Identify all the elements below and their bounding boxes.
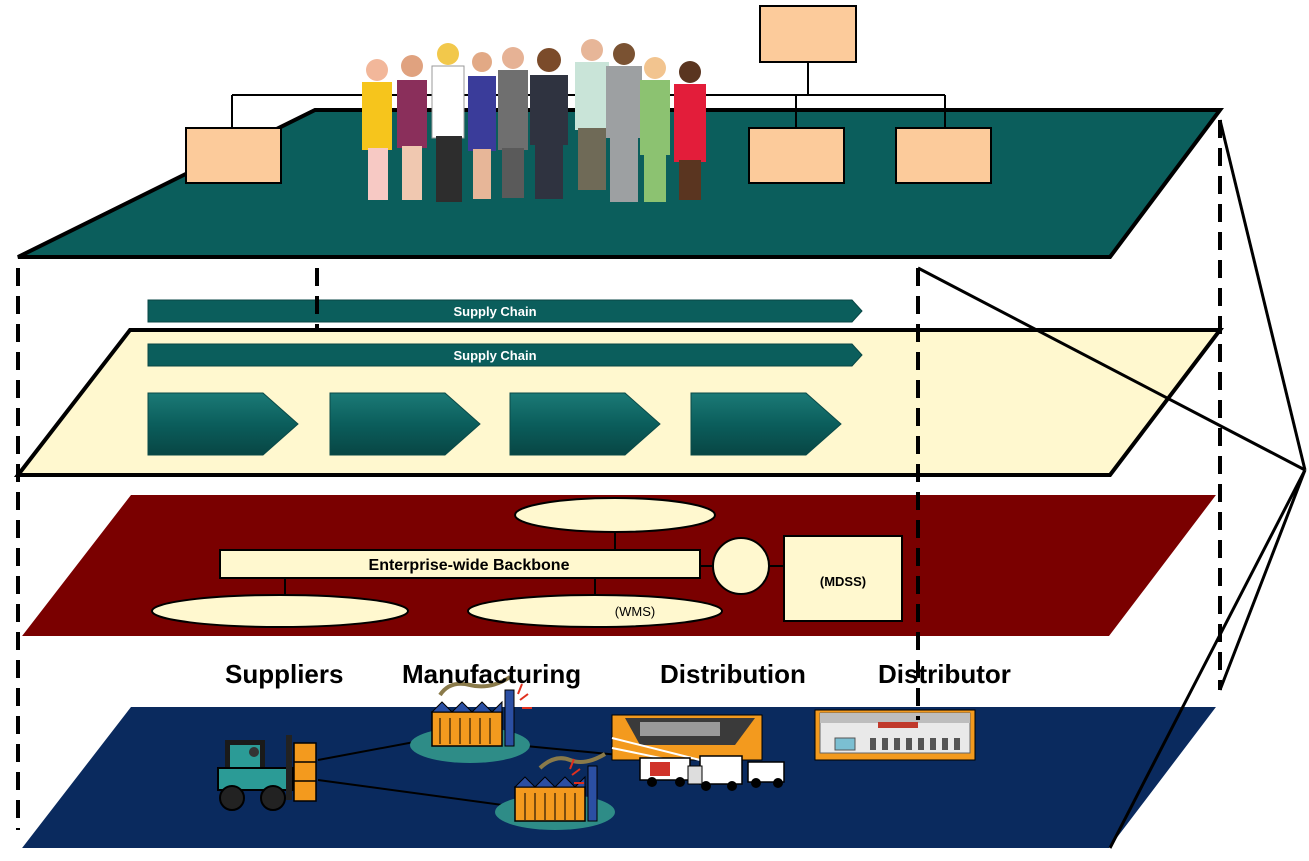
wms-label: (WMS) — [615, 604, 655, 619]
perspective-lines — [917, 119, 1307, 849]
supply-chain-banner-label: Supply Chain — [453, 348, 536, 363]
stage-label-distributor: Distributor — [878, 659, 1011, 689]
person-icon — [606, 43, 642, 202]
factory-icon — [410, 675, 532, 763]
person-icon — [575, 39, 609, 190]
forklift-icon — [217, 735, 317, 811]
people-group-icon — [362, 39, 706, 202]
system-node-ellipse — [514, 497, 716, 533]
person-icon — [468, 52, 496, 199]
stage-label-distribution: Distribution — [660, 659, 806, 689]
enterprise-backbone-bar — [219, 549, 701, 579]
process-step-chevron — [690, 392, 842, 456]
org-box-top — [759, 5, 857, 63]
stage-label-suppliers: Suppliers — [225, 659, 343, 689]
org-box — [185, 127, 282, 184]
person-icon — [362, 59, 392, 200]
distribution-center-icon — [611, 714, 763, 763]
person-icon — [431, 43, 465, 202]
stage-label-manufacturing: Manufacturing — [402, 659, 581, 689]
factory-icon — [495, 752, 615, 830]
distributor-building-icon — [814, 709, 976, 761]
mdss-label: (MDSS) — [820, 574, 866, 589]
process-step-chevron — [329, 392, 481, 456]
process-step-chevron — [147, 392, 299, 456]
truck-icon — [747, 761, 785, 788]
stage-labels: Suppliers Manufacturing Distribution Dis… — [225, 659, 1011, 689]
wms-ellipse — [467, 594, 723, 628]
person-icon — [397, 55, 427, 200]
enterprise-backbone-label: Enterprise-wide Backbone — [369, 557, 570, 574]
dashed-guide-lines — [16, 120, 1222, 830]
person-icon — [640, 57, 670, 202]
process-step-chevron — [509, 392, 661, 456]
mdss-box — [783, 535, 903, 622]
supply-chain-banner — [147, 343, 863, 367]
person-icon — [498, 47, 528, 198]
org-box — [748, 127, 845, 184]
system-node-circle — [712, 537, 770, 595]
system-node-ellipse — [151, 594, 409, 628]
person-icon — [530, 48, 568, 199]
supply-chain-banner-label: Supply Chain — [453, 304, 536, 319]
supply-chain-banner — [147, 299, 863, 323]
truck-icon — [687, 755, 743, 791]
org-box — [895, 127, 992, 184]
person-icon — [674, 61, 706, 200]
